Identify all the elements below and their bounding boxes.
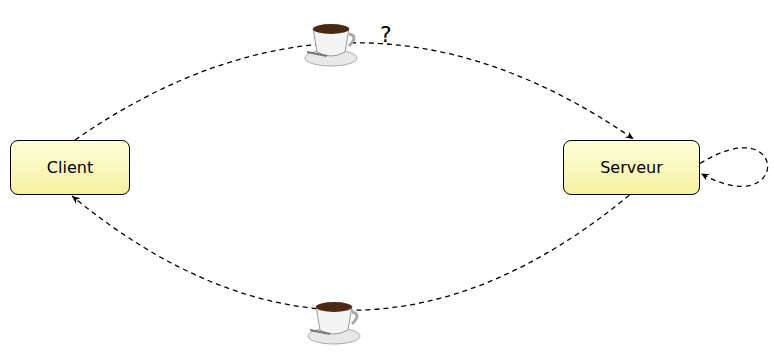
coffee-cup-icon <box>305 24 357 66</box>
box-label: Client <box>47 158 93 177</box>
process-box: Client <box>10 140 130 195</box>
question-mark: ? <box>380 22 392 47</box>
dashed-arrow <box>700 148 768 187</box>
box-label: Serveur <box>600 158 663 177</box>
dashed-arrow <box>75 43 634 140</box>
process-box: Serveur <box>563 140 700 195</box>
dashed-arrow <box>72 195 630 310</box>
coffee-cup-icon <box>308 302 360 344</box>
